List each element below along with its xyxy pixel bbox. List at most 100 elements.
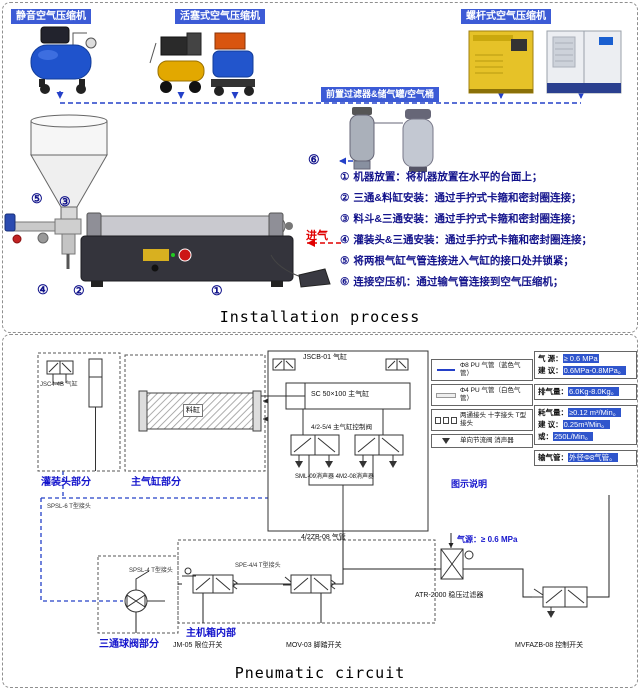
screw-compressor-images (468, 30, 622, 94)
control-switch-muffler (547, 611, 555, 618)
legend-text: 两通接头 十字接头 T型接头 (460, 412, 527, 427)
legend-text: Φ8 PU 气管（蓝色气管） (460, 362, 521, 377)
label-screw-compressor: 螺杆式空气压缩机 (461, 9, 551, 24)
spec-line: 输气管：外径Φ8气管。 (538, 453, 633, 463)
install-step-3: ③ 料斗&三通安装：通过手拧式卡箍和密封圈连接； (340, 213, 638, 226)
piston-compressor-images (149, 32, 255, 96)
spec-value: 外径Φ8气管。 (568, 453, 618, 462)
spec-line: 建 议：0.6MPa-0.8MPa。 (538, 366, 633, 376)
spec-line: 建 议：0.25m³/Min。 (538, 420, 633, 430)
material-cylinder-symbol (138, 390, 262, 432)
install-step-5: ⑤ 将两根气缸气管连接进入气缸的接口处并锁紧； (340, 255, 638, 268)
section-three-way-valve: 三通球阀部分 (99, 639, 159, 650)
marker-6: ⑥ (308, 152, 320, 167)
step-number: ⑥ (340, 276, 350, 288)
section-filling-head: 灌装头部分 (41, 477, 91, 488)
spec-box-tube: 输气管：外径Φ8气管。 (534, 450, 637, 466)
label-prefilter-tank: 前置过滤器&储气罐/空气桶 (321, 87, 440, 102)
spec-box-pressure: 气 源：≥ 0.6 MPa 建 议：0.6MPa-0.8MPa。 (534, 351, 637, 379)
section-boxes (37, 352, 436, 634)
install-step-2: ② 三通&料缸安装：通过手拧式卡箍和密封圈连接； (340, 192, 638, 205)
installation-caption: Installation process (219, 308, 421, 326)
white-tube-icon (435, 392, 457, 398)
installation-steps: ① 机器放置：将机器放置在水平的台面上； ② 三通&料缸安装：通过手拧式卡箍和密… (340, 171, 638, 289)
pneumatic-caption: Pneumatic circuit (234, 664, 406, 682)
spec-box-consumption: 耗气量：≥0.12 m³/Min。 建 议：0.25m³/Min。 或：250L… (534, 405, 637, 445)
spec-value: ≥ 0.6 MPa (562, 354, 599, 363)
silent-compressor-image (30, 26, 97, 94)
label-piston-compressor: 活塞式空气压缩机 (175, 9, 265, 24)
pilot-valves (272, 358, 409, 371)
spec-value: 250L/Min。 (553, 432, 594, 441)
label-material-cylinder: 料缸 (183, 404, 203, 417)
label-foot-switch: MOV-03 脚踏开关 (286, 642, 342, 649)
filter-tank-images (349, 107, 434, 172)
label-limit-switch: JM-05 限位开关 (173, 642, 223, 649)
blue-tube-icon (435, 369, 457, 371)
pneumatic-diagram (37, 350, 610, 634)
label-control-switch: MVFAZB-08 控制开关 (515, 642, 584, 649)
label-tee-spe44: SPE-4/4 T型接头 (235, 563, 281, 569)
spec-line: 气 源：≥ 0.6 MPa (538, 354, 633, 364)
legend-item-fittings: 两通接头 十字接头 T型接头 (431, 409, 533, 431)
step-text: 料斗&三通安装：通过手拧式卡箍和密封圈连接； (353, 213, 582, 225)
spec-key: 输气管： (538, 453, 568, 462)
spec-value: ≥0.12 m³/Min。 (568, 408, 622, 417)
legend-title: 图示说明 (451, 479, 488, 489)
muffler-symbols (295, 461, 397, 468)
step-number: ② (340, 192, 350, 204)
label-top-cylinder: JSCB-01 气缸 (303, 354, 347, 361)
air-line-connections (56, 91, 585, 169)
install-step-4: ④ 灌装头&三通安装：通过手拧式卡箍和密封圈连接； (340, 234, 638, 247)
control-switch-symbol (532, 586, 588, 611)
air-supply-specs: 气 源：≥ 0.6 MPa 建 议：0.6MPa-0.8MPa。 排气量：6.0… (534, 351, 637, 466)
spec-key: 建 议： (538, 366, 563, 375)
label-silent-compressor: 静音空气压缩机 (11, 9, 91, 24)
atr-filter-regulator-symbol (440, 548, 474, 580)
foot-switch-symbol (283, 574, 336, 594)
air-source-label: 气源：≥ 0.6 MPa (457, 535, 518, 544)
step-text: 三通&料缸安装：通过手拧式卡箍和密封圈连接； (353, 192, 582, 204)
fittings-icon (435, 416, 457, 424)
installation-panel: 静音空气压缩机 活塞式空气压缩机 螺杆式空气压缩机 前置过滤器&储气罐/空气桶 … (2, 2, 638, 333)
throttle-muffler-icon (435, 438, 457, 444)
section-cabinet: 主机箱内部 (186, 628, 236, 639)
spec-key: 气 源： (538, 354, 563, 363)
legend-item-blue-tube: Φ8 PU 气管（蓝色气管） (431, 359, 533, 381)
spec-value: 0.6MPa-0.8MPa。 (562, 366, 627, 375)
legend-text: 单向节流阀 消声器 (460, 437, 514, 444)
step-text: 机器放置：将机器放置在水平的台面上； (353, 171, 543, 183)
installation-diagram (4, 26, 622, 288)
legend: Φ8 PU 气管（蓝色气管） Φ4 PU 气管（白色气管） 两通接头 十字接头 … (431, 359, 533, 448)
step-text: 将两根气缸气管连接进入气缸的接口处并锁紧； (353, 255, 574, 267)
pneumatic-panel: 灌装头部分 主气缸部分 三通球阀部分 主机箱内部 图示说明 JSC4-4B 气缸… (2, 334, 638, 688)
spec-key: 排气量： (538, 387, 568, 396)
install-step-1: ① 机器放置：将机器放置在水平的台面上； (340, 171, 638, 184)
step-number: ⑤ (340, 255, 350, 267)
step-number: ③ (340, 213, 350, 225)
step-text: 灌装头&三通安装：通过手拧式卡箍和密封圈连接； (353, 234, 593, 246)
marker-5: ⑤ (31, 191, 43, 206)
spec-line: 耗气量：≥0.12 m³/Min。 (538, 408, 633, 418)
marker-2: ② (73, 283, 85, 298)
legend-text: Φ4 PU 气管（白色气管） (460, 387, 521, 402)
label-control-valve: 4/2-5/4 主气缸控制阀 (311, 424, 373, 431)
control-valve-symbols (290, 409, 404, 531)
marker-3: ③ (59, 194, 71, 209)
spec-box-displacement: 排气量：6.0Kg-8.0Kg。 (534, 384, 637, 400)
step-number: ① (340, 171, 350, 183)
limit-switch-symbol (182, 567, 238, 594)
spec-line: 排气量：6.0Kg-8.0Kg。 (538, 387, 633, 397)
label-air-tube: 4/2ZB-08 气管 (301, 534, 346, 541)
main-cylinder-symbol (261, 382, 411, 410)
label-filling-cylinder: JSC4-4B 气缸 (40, 382, 78, 388)
label-filter-regulator: ATR-2000 稳压过滤器 (415, 592, 484, 599)
spec-key: 或： (538, 432, 553, 441)
spec-value: 6.0Kg-8.0Kg。 (568, 387, 620, 396)
step-number: ④ (340, 234, 350, 246)
label-mufflers: SML-09消声器 4M2-08消声器 (295, 474, 375, 480)
marker-1: ① (211, 283, 223, 298)
material-cylinder-arrows (263, 398, 268, 422)
legend-item-white-tube: Φ4 PU 气管（白色气管） (431, 384, 533, 406)
